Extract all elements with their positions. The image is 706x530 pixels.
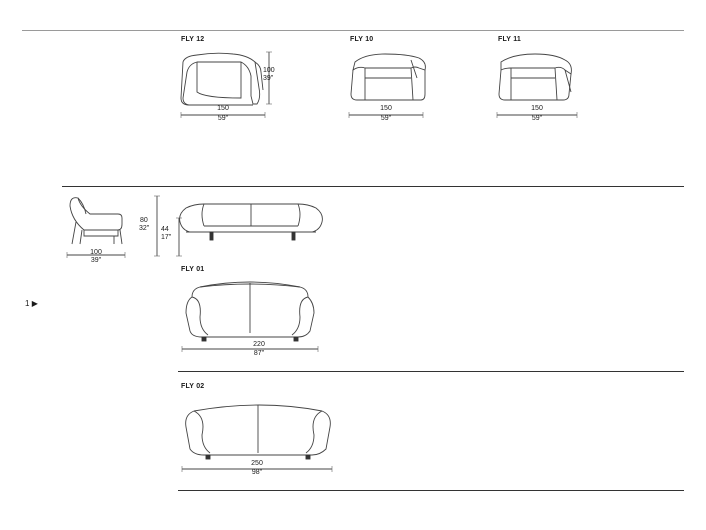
fly12-height-in: 39" bbox=[263, 75, 274, 82]
model-label-fly10: FLY 10 bbox=[350, 36, 374, 43]
fly01-front-drawing bbox=[185, 281, 315, 342]
fly10-width-in: 59" bbox=[380, 115, 392, 122]
side-depth-dimension bbox=[66, 252, 126, 258]
side-height-cm: 80 bbox=[140, 217, 148, 224]
fly10-width-cm: 150 bbox=[380, 105, 392, 112]
model-label-fly01: FLY 01 bbox=[181, 266, 205, 273]
sofa-front-elevation bbox=[179, 203, 323, 241]
fly02-width-in: 98" bbox=[251, 469, 263, 476]
fly01-width-dimension bbox=[181, 346, 319, 352]
section-divider-1 bbox=[62, 186, 684, 187]
fly02-width-cm: 250 bbox=[251, 460, 263, 467]
fly11-width-in: 59" bbox=[531, 115, 543, 122]
top-divider bbox=[22, 30, 684, 31]
section-divider-2 bbox=[178, 371, 684, 372]
fly12-width-dimension bbox=[180, 112, 266, 118]
fly10-front-drawing bbox=[350, 53, 426, 101]
side-seat-dimension bbox=[176, 217, 182, 257]
side-height-in: 32" bbox=[139, 225, 150, 232]
page-number-indicator: 1 ▶ bbox=[25, 299, 38, 308]
model-label-fly11: FLY 11 bbox=[498, 36, 521, 43]
model-label-fly02: FLY 02 bbox=[181, 383, 205, 390]
fly11-front-drawing bbox=[498, 53, 572, 101]
fly02-width-dimension bbox=[181, 466, 333, 472]
fly01-width-in: 87" bbox=[253, 350, 265, 357]
fly12-height-dimension bbox=[266, 51, 272, 105]
side-view-drawing bbox=[69, 197, 123, 245]
fly02-front-drawing bbox=[185, 404, 331, 460]
fly12-width-cm: 150 bbox=[217, 105, 229, 112]
fly10-width-dimension bbox=[348, 112, 424, 118]
play-arrow-icon: ▶ bbox=[31, 299, 38, 308]
fly11-width-cm: 150 bbox=[531, 105, 543, 112]
side-height-dimension bbox=[154, 195, 160, 257]
side-seat-in: 17" bbox=[161, 234, 172, 241]
fly11-width-dimension bbox=[496, 112, 578, 118]
side-depth-in: 39" bbox=[90, 257, 102, 264]
model-label-fly12: FLY 12 bbox=[181, 36, 205, 43]
side-seat-cm: 44 bbox=[161, 226, 169, 233]
page-number: 1 bbox=[25, 299, 30, 308]
bottom-divider bbox=[178, 490, 684, 491]
fly12-height-cm: 100 bbox=[263, 67, 275, 74]
fly12-width-in: 59" bbox=[217, 115, 229, 122]
fly12-front-drawing bbox=[180, 52, 264, 106]
fly01-width-cm: 220 bbox=[253, 341, 265, 348]
side-depth-cm: 100 bbox=[90, 249, 102, 256]
